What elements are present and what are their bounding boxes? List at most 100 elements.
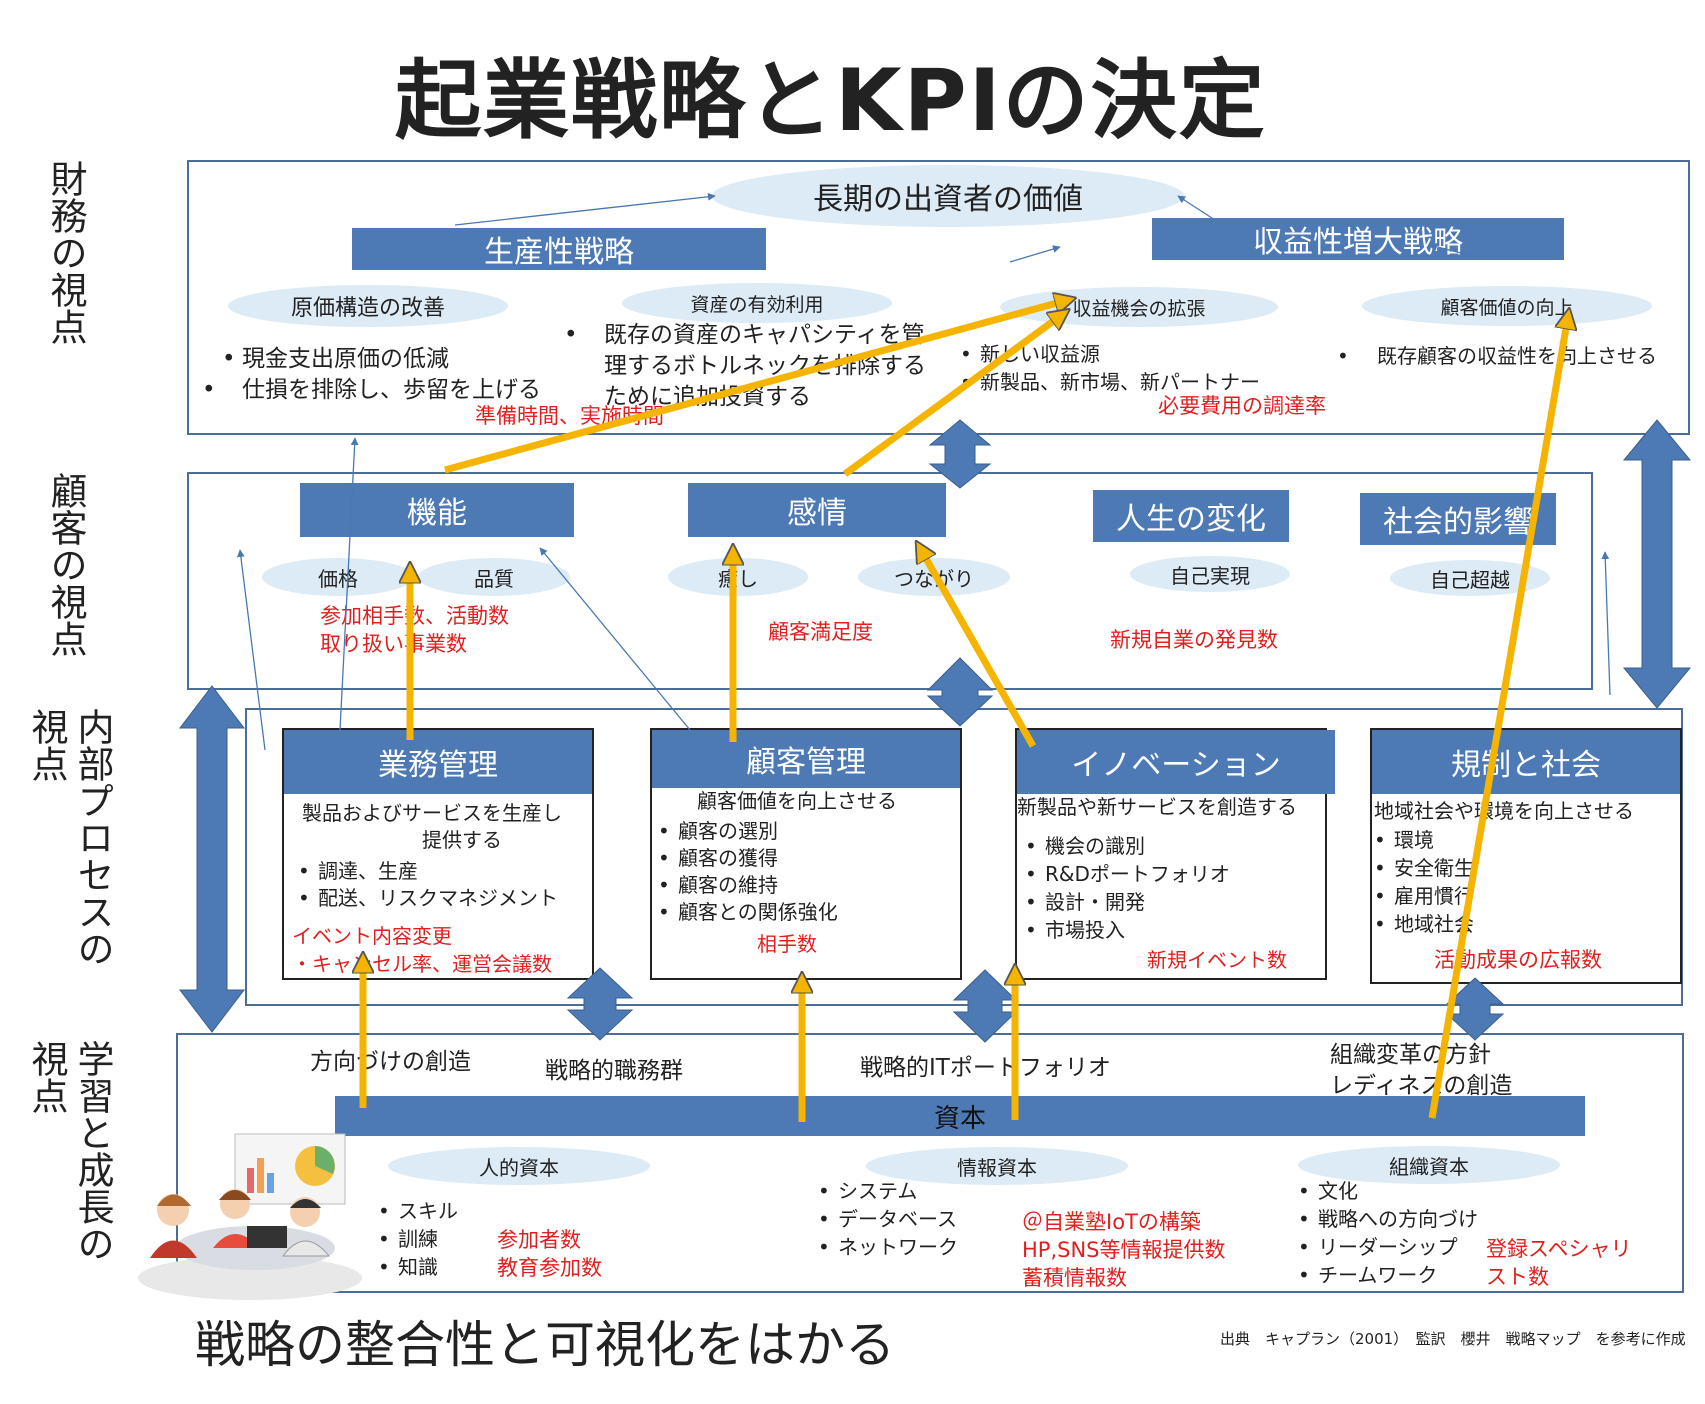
crm-item: 顧客の選別 bbox=[658, 818, 960, 845]
emotion-label: 感情 bbox=[787, 496, 847, 531]
org-items-list: 文化 戦略への方向づけ リーダーシップ チームワーク bbox=[1298, 1177, 1478, 1289]
regulation-item: 地域社会 bbox=[1374, 910, 1680, 938]
kpi-prep-time: 準備時間、実施時間 bbox=[475, 404, 664, 428]
ops-title-label: 業務管理 bbox=[378, 748, 498, 783]
regulation-title-label: 規制と社会 bbox=[1451, 748, 1601, 783]
productivity-strategy-label: 生産性戦略 bbox=[484, 235, 634, 270]
ops-title: 業務管理 bbox=[284, 730, 592, 794]
human-item: 知識 bbox=[378, 1253, 458, 1281]
life-change-label: 人生の変化 bbox=[1116, 502, 1266, 537]
asset-use-ellipse: 資産の有効利用 bbox=[622, 283, 892, 323]
quality-ellipse: 品質 bbox=[418, 558, 570, 596]
ops-item: 調達、生産 bbox=[298, 858, 592, 885]
healing-label: 癒し bbox=[718, 566, 758, 591]
kpi-participants: 参加相手数、活動数 取り扱い事業数 bbox=[320, 604, 509, 656]
asset-use-label: 資産の有効利用 bbox=[690, 293, 824, 316]
page-title: 起業戦略とKPIの決定 bbox=[395, 51, 1267, 151]
capital-bar: 資本 bbox=[335, 1096, 1585, 1136]
job-family-label: 戦略的職務群 bbox=[545, 1058, 683, 1084]
cost-items-list: 現金支出原価の低減 仕損を排除し、歩留を上げる bbox=[222, 344, 541, 406]
connection-ellipse: つながり bbox=[858, 558, 1010, 596]
emotion-box: 感情 bbox=[688, 483, 946, 537]
org-item: 戦略への方向づけ bbox=[1298, 1205, 1478, 1233]
self-transcendence-ellipse: 自己超越 bbox=[1390, 560, 1550, 596]
social-impact-label: 社会的影響 bbox=[1383, 505, 1533, 540]
regulation-item: 雇用慣行 bbox=[1374, 882, 1680, 910]
internal-perspective-label-a: 内部プロセスの bbox=[71, 708, 114, 967]
innovation-title: イノベーション bbox=[1017, 730, 1335, 794]
innovation-item: 機会の識別 bbox=[1025, 832, 1325, 860]
ops-kpi: イベント内容変更 ・キャンセル率、運営会議数 bbox=[292, 924, 552, 976]
ops-desc: 製品およびサービスを生産し 提供する bbox=[302, 801, 562, 852]
crm-title: 顧客管理 bbox=[652, 730, 960, 788]
customer-perspective-label: 顧客の視点 bbox=[44, 472, 87, 657]
info-kpi: ＠自業塾IoTの構築 HP,SNS等情報提供数 蓄積情報数 bbox=[1022, 1210, 1226, 1290]
human-items-list: スキル 訓練 知識 bbox=[378, 1197, 458, 1281]
innovation-item: 市場投入 bbox=[1025, 916, 1325, 944]
innovation-card: イノベーション 新製品や新サービスを創造する 機会の識別 R&Dポートフォリオ … bbox=[1015, 728, 1335, 980]
social-impact-box: 社会的影響 bbox=[1360, 493, 1556, 545]
innovation-desc: 新製品や新サービスを創造する bbox=[1017, 795, 1297, 819]
regulation-card: 規制と社会 地域社会や環境を向上させる 環境 安全衛生 雇用慣行 地域社会 活動… bbox=[1370, 728, 1682, 984]
direction-label: 方向づけの創造 bbox=[310, 1049, 471, 1075]
page-subtitle: 戦略の整合性と可視化をはかる bbox=[195, 1316, 895, 1374]
productivity-strategy-box: 生産性戦略 bbox=[352, 228, 766, 270]
crm-kpi: 相手数 bbox=[757, 932, 817, 956]
org-capital-label: 組織資本 bbox=[1389, 1154, 1469, 1179]
info-item: ネットワーク bbox=[818, 1233, 958, 1261]
crm-items: 顧客の選別 顧客の獲得 顧客の維持 顧客との関係強化 bbox=[652, 814, 960, 926]
crm-item: 顧客の維持 bbox=[658, 872, 960, 899]
quality-label: 品質 bbox=[474, 566, 514, 591]
org-item: 文化 bbox=[1298, 1177, 1478, 1205]
human-kpi: 参加者数 教育参加数 bbox=[497, 1228, 602, 1280]
self-realization-label: 自己実現 bbox=[1170, 563, 1250, 588]
regulation-desc: 地域社会や環境を向上させる bbox=[1374, 799, 1634, 823]
revenue-growth-strategy-label: 収益性増大戦略 bbox=[1253, 225, 1463, 260]
long-term-value-label: 長期の出資者の価値 bbox=[813, 182, 1083, 217]
info-item: システム bbox=[818, 1177, 958, 1205]
human-item: スキル bbox=[378, 1197, 458, 1225]
cost-structure-label: 原価構造の改善 bbox=[290, 296, 445, 321]
org-item: リーダーシップ bbox=[1298, 1233, 1478, 1261]
team-meeting-illustration bbox=[138, 1133, 362, 1300]
connection-label: つながり bbox=[894, 566, 974, 591]
org-kpi: 登録スペシャリ スト数 bbox=[1486, 1237, 1632, 1289]
capital-label: 資本 bbox=[933, 1103, 986, 1134]
learning-panel bbox=[176, 1033, 1684, 1293]
source-note: 出典 キャプラン（2001） 監訳 櫻井 戦略マップ を参考に作成 bbox=[1220, 1330, 1686, 1348]
info-items-list: システム データベース ネットワーク bbox=[818, 1177, 958, 1261]
kpi-satisfaction: 顧客満足度 bbox=[768, 620, 873, 644]
it-portfolio-label: 戦略的ITポートフォリオ bbox=[860, 1055, 1111, 1081]
cost-item: 現金支出原価の低減 bbox=[222, 344, 522, 375]
regulation-item: 安全衛生 bbox=[1374, 854, 1680, 882]
asset-item: 既存の資産のキャパシティを管理するボトルネックを排除するために追加投資する bbox=[580, 320, 944, 413]
crm-card: 顧客管理 顧客価値を向上させる 顧客の選別 顧客の獲得 顧客の維持 顧客との関係… bbox=[650, 728, 962, 980]
customer-value-item: 既存顧客の収益性を向上させる bbox=[1357, 342, 1687, 370]
self-realization-ellipse: 自己実現 bbox=[1130, 556, 1290, 592]
kpi-fund-rate: 必要費用の調達率 bbox=[1158, 394, 1326, 418]
long-term-value-ellipse: 長期の出資者の価値 bbox=[712, 165, 1184, 227]
ops-item: 配送、リスクマネジメント bbox=[298, 885, 592, 912]
org-item: チームワーク bbox=[1298, 1261, 1478, 1289]
info-capital-label: 情報資本 bbox=[957, 1155, 1037, 1180]
self-transcendence-label: 自己超越 bbox=[1430, 567, 1510, 592]
kpi-new-business: 新規自業の発見数 bbox=[1110, 628, 1278, 652]
revenue-item: 新しい収益源 bbox=[960, 340, 1260, 368]
crm-item: 顧客との関係強化 bbox=[658, 899, 960, 926]
revenue-items-list: 新しい収益源 新製品、新市場、新パートナー bbox=[960, 340, 1260, 396]
regulation-item: 環境 bbox=[1374, 826, 1680, 854]
crm-title-label: 顧客管理 bbox=[746, 745, 866, 780]
customer-value-items-list: 既存顧客の収益性を向上させる bbox=[1357, 342, 1677, 370]
ops-items: 調達、生産 配送、リスクマネジメント bbox=[284, 854, 592, 912]
innovation-item: 設計・開発 bbox=[1025, 888, 1325, 916]
innovation-items: 機会の識別 R&Dポートフォリオ 設計・開発 市場投入 bbox=[1017, 820, 1325, 944]
learning-perspective-label-b: 視点 bbox=[25, 1040, 68, 1114]
asset-items-list: 既存の資産のキャパシティを管理するボトルネックを排除するために追加投資する bbox=[580, 320, 930, 413]
revenue-opportunity-label: 収益機会の拡張 bbox=[1072, 297, 1206, 320]
regulation-items: 環境 安全衛生 雇用慣行 地域社会 bbox=[1372, 824, 1680, 938]
innovation-title-label: イノベーション bbox=[1071, 748, 1281, 783]
innovation-item: R&Dポートフォリオ bbox=[1025, 860, 1325, 888]
function-label: 機能 bbox=[407, 496, 467, 531]
cost-structure-ellipse: 原価構造の改善 bbox=[228, 285, 508, 327]
human-item: 訓練 bbox=[378, 1225, 458, 1253]
